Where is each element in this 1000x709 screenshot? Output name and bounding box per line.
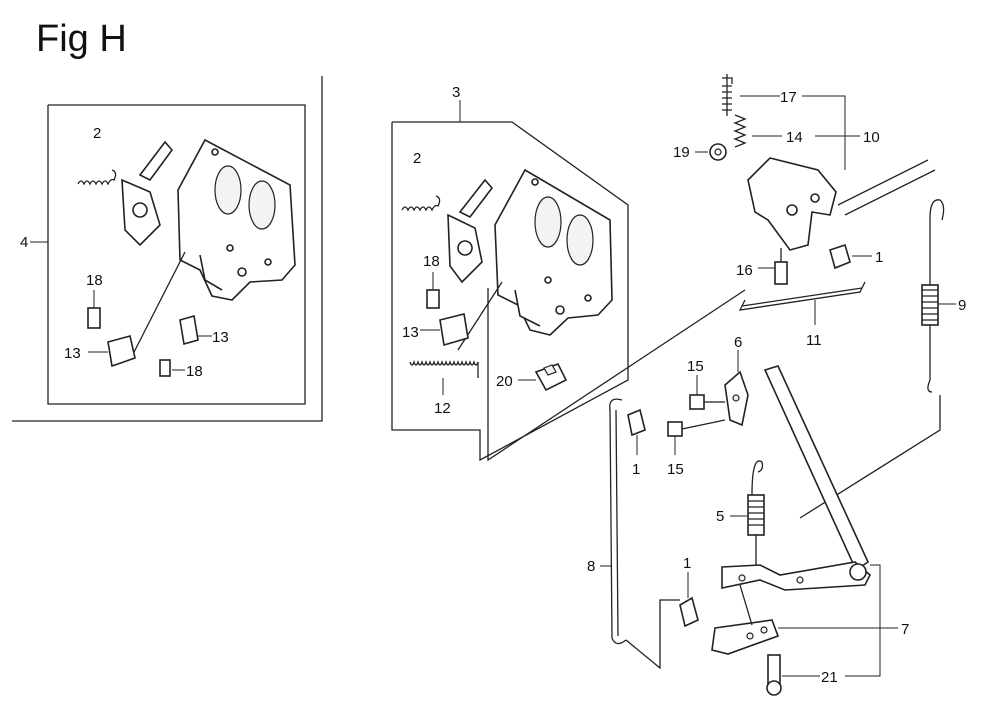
- bolt-18-center: [426, 272, 440, 309]
- clip-13-left-b: [179, 314, 212, 346]
- rod-8: [600, 398, 680, 670]
- clip-13-center: [420, 313, 469, 347]
- bolt-17: [722, 74, 780, 116]
- control-plate-left: [121, 138, 296, 361]
- bolt-15-upper: [689, 375, 725, 410]
- callout-16: 16: [736, 262, 753, 279]
- spring-9: [921, 199, 956, 393]
- callout-18-left-upper: 18: [86, 272, 103, 289]
- spring-2-left: [77, 169, 117, 186]
- clip-1-middle: [627, 408, 646, 455]
- nut-20: [518, 363, 568, 392]
- nut-19: [695, 143, 727, 161]
- governor-bracket-10: [747, 157, 936, 251]
- clip-1-lower: [679, 572, 699, 628]
- control-plate-center: [447, 168, 613, 351]
- callout-8: 8: [587, 558, 595, 575]
- callout-13-left-b: 13: [212, 329, 229, 346]
- callout-14: 14: [786, 129, 803, 146]
- callout-9: 9: [958, 297, 966, 314]
- callout-11: 11: [806, 332, 822, 349]
- lever-6: [724, 350, 749, 427]
- bolt-16: [758, 248, 788, 285]
- assembly-4-box: [12, 76, 323, 422]
- callout-1-middle: 1: [632, 461, 640, 478]
- leaders-7-21: [778, 564, 898, 677]
- callout-17: 17: [780, 89, 797, 106]
- bolt-21: [766, 654, 820, 696]
- spring-2-center: [401, 195, 441, 212]
- callout-20: 20: [496, 373, 513, 390]
- callout-1-upper: 1: [875, 249, 883, 266]
- leaders-17-14-10: [802, 95, 860, 170]
- callout-3: 3: [452, 84, 460, 101]
- callout-13-left-a: 13: [64, 345, 81, 362]
- callout-18-center: 18: [423, 253, 440, 270]
- clip-1-upper: [829, 243, 872, 270]
- callout-2-left: 2: [93, 125, 101, 142]
- rod-11: [738, 281, 866, 325]
- assembly-3-box: [391, 100, 629, 462]
- spring-14: [733, 114, 782, 148]
- callout-15-lower: 15: [667, 461, 684, 478]
- callout-4: 4: [20, 234, 28, 251]
- callout-1-lower: 1: [683, 555, 691, 572]
- clip-13-left-a: [88, 335, 136, 368]
- callout-15-upper: 15: [687, 358, 704, 375]
- plate-7-lower: [711, 584, 780, 655]
- spring-5: [730, 460, 765, 565]
- callout-5: 5: [716, 508, 724, 525]
- callout-2-center: 2: [413, 150, 421, 167]
- bolt-18-left-upper: [87, 290, 101, 329]
- callout-7: 7: [901, 621, 909, 638]
- callout-19: 19: [673, 144, 690, 161]
- bolt-15-lower: [667, 419, 726, 455]
- callout-13-center: 13: [402, 324, 419, 341]
- callout-10: 10: [863, 129, 880, 146]
- callout-12: 12: [434, 400, 451, 417]
- callout-21: 21: [821, 669, 838, 686]
- callout-6: 6: [734, 334, 742, 351]
- figure-title: Fig H: [36, 18, 127, 60]
- callout-18-left-lower: 18: [186, 363, 203, 380]
- arm-7: [721, 365, 871, 591]
- guide-lines: [487, 288, 941, 519]
- bolt-18-left-lower: [159, 359, 185, 377]
- spring-12: [409, 359, 479, 395]
